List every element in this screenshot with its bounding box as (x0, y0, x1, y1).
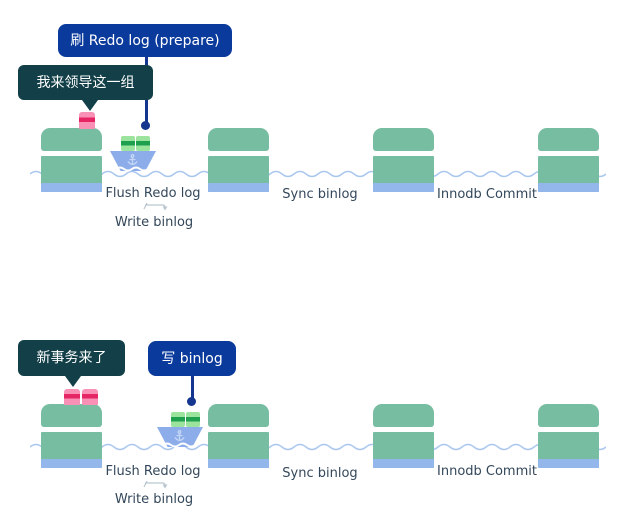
bubble-connector-line (191, 376, 194, 399)
pier-cap (208, 404, 269, 427)
pier-flush-end-top (208, 128, 269, 192)
stage-label-flush-redo-log: Flush Redo log (105, 186, 201, 201)
pier-cap (41, 128, 102, 151)
pier-cap (373, 128, 434, 151)
stage-label-innodb-commit: Innodb Commit (437, 464, 537, 479)
stage-label-flush-redo-log: Flush Redo log (105, 464, 201, 479)
transaction-block-pink (79, 112, 95, 129)
step-arrow-icon (143, 480, 168, 489)
pier-body (41, 432, 102, 468)
speech-bubble-write-binlog: 写 binlog (148, 341, 236, 376)
water-line (30, 443, 606, 451)
bubble-text: 新事务来了 (36, 350, 107, 366)
pier-cap (538, 404, 599, 427)
pier-waterline-base (538, 459, 599, 468)
pier-flush-start-top (41, 128, 102, 192)
pier-body (208, 156, 269, 192)
pier-waterline-base (538, 183, 599, 192)
pier-waterline-base (373, 183, 434, 192)
cargo-block (121, 136, 135, 151)
boat-top (110, 136, 156, 172)
pier-body (373, 156, 434, 192)
bubble-text: 刷 Redo log (prepare) (70, 32, 220, 49)
speech-bubble-group-leader: 我来领导这一组 (18, 65, 153, 111)
anchor-icon (127, 154, 138, 166)
pier-sync-end-top (373, 128, 434, 192)
bubble-connector-dot (141, 121, 150, 130)
boat-bottom (157, 412, 203, 448)
pier-body (41, 156, 102, 192)
cargo-block (136, 136, 150, 151)
water-line (30, 170, 606, 178)
pier-waterline-base (208, 183, 269, 192)
pier-waterline-base (41, 459, 102, 468)
anchor-icon (174, 430, 185, 442)
pier-waterline-base (208, 459, 269, 468)
transaction-block-pink (64, 389, 80, 405)
bubble-text: 我来领导这一组 (36, 74, 135, 91)
pier-body (208, 432, 269, 468)
cargo-block (186, 412, 200, 427)
stage-label-write-binlog: Write binlog (114, 492, 194, 507)
cargo-block (171, 412, 185, 427)
bubble-text: 写 binlog (161, 350, 223, 367)
pier-flush-end-bottom (208, 404, 269, 468)
pier-cap (373, 404, 434, 427)
speech-bubble-new-transaction: 新事务来了 (18, 340, 125, 387)
pier-commit-end-top (538, 128, 599, 192)
speech-bubble-flush-redo-prepare: 刷 Redo log (prepare) (58, 24, 232, 57)
hull-wave-trim (116, 166, 149, 172)
transaction-block-pink (82, 389, 98, 405)
pier-waterline-base (41, 183, 102, 192)
bubble-pointer (65, 376, 81, 387)
pier-waterline-base (373, 459, 434, 468)
pier-sync-end-bottom (373, 404, 434, 468)
stage-label-sync-binlog: Sync binlog (282, 466, 358, 481)
step-arrow-icon (143, 202, 168, 211)
stage-label-innodb-commit: Innodb Commit (437, 187, 537, 202)
pier-body (373, 432, 434, 468)
pier-cap (208, 128, 269, 151)
stage-label-sync-binlog: Sync binlog (282, 187, 358, 202)
pier-body (538, 156, 599, 192)
bubble-pointer (82, 100, 98, 111)
pier-cap (538, 128, 599, 151)
pier-commit-end-bottom (538, 404, 599, 468)
stage-label-write-binlog: Write binlog (114, 215, 194, 230)
pier-cap (41, 404, 102, 427)
pier-flush-start-bottom (41, 404, 102, 468)
hull-wave-trim (163, 442, 196, 448)
bubble-connector-dot (187, 397, 196, 406)
pier-body (538, 432, 599, 468)
